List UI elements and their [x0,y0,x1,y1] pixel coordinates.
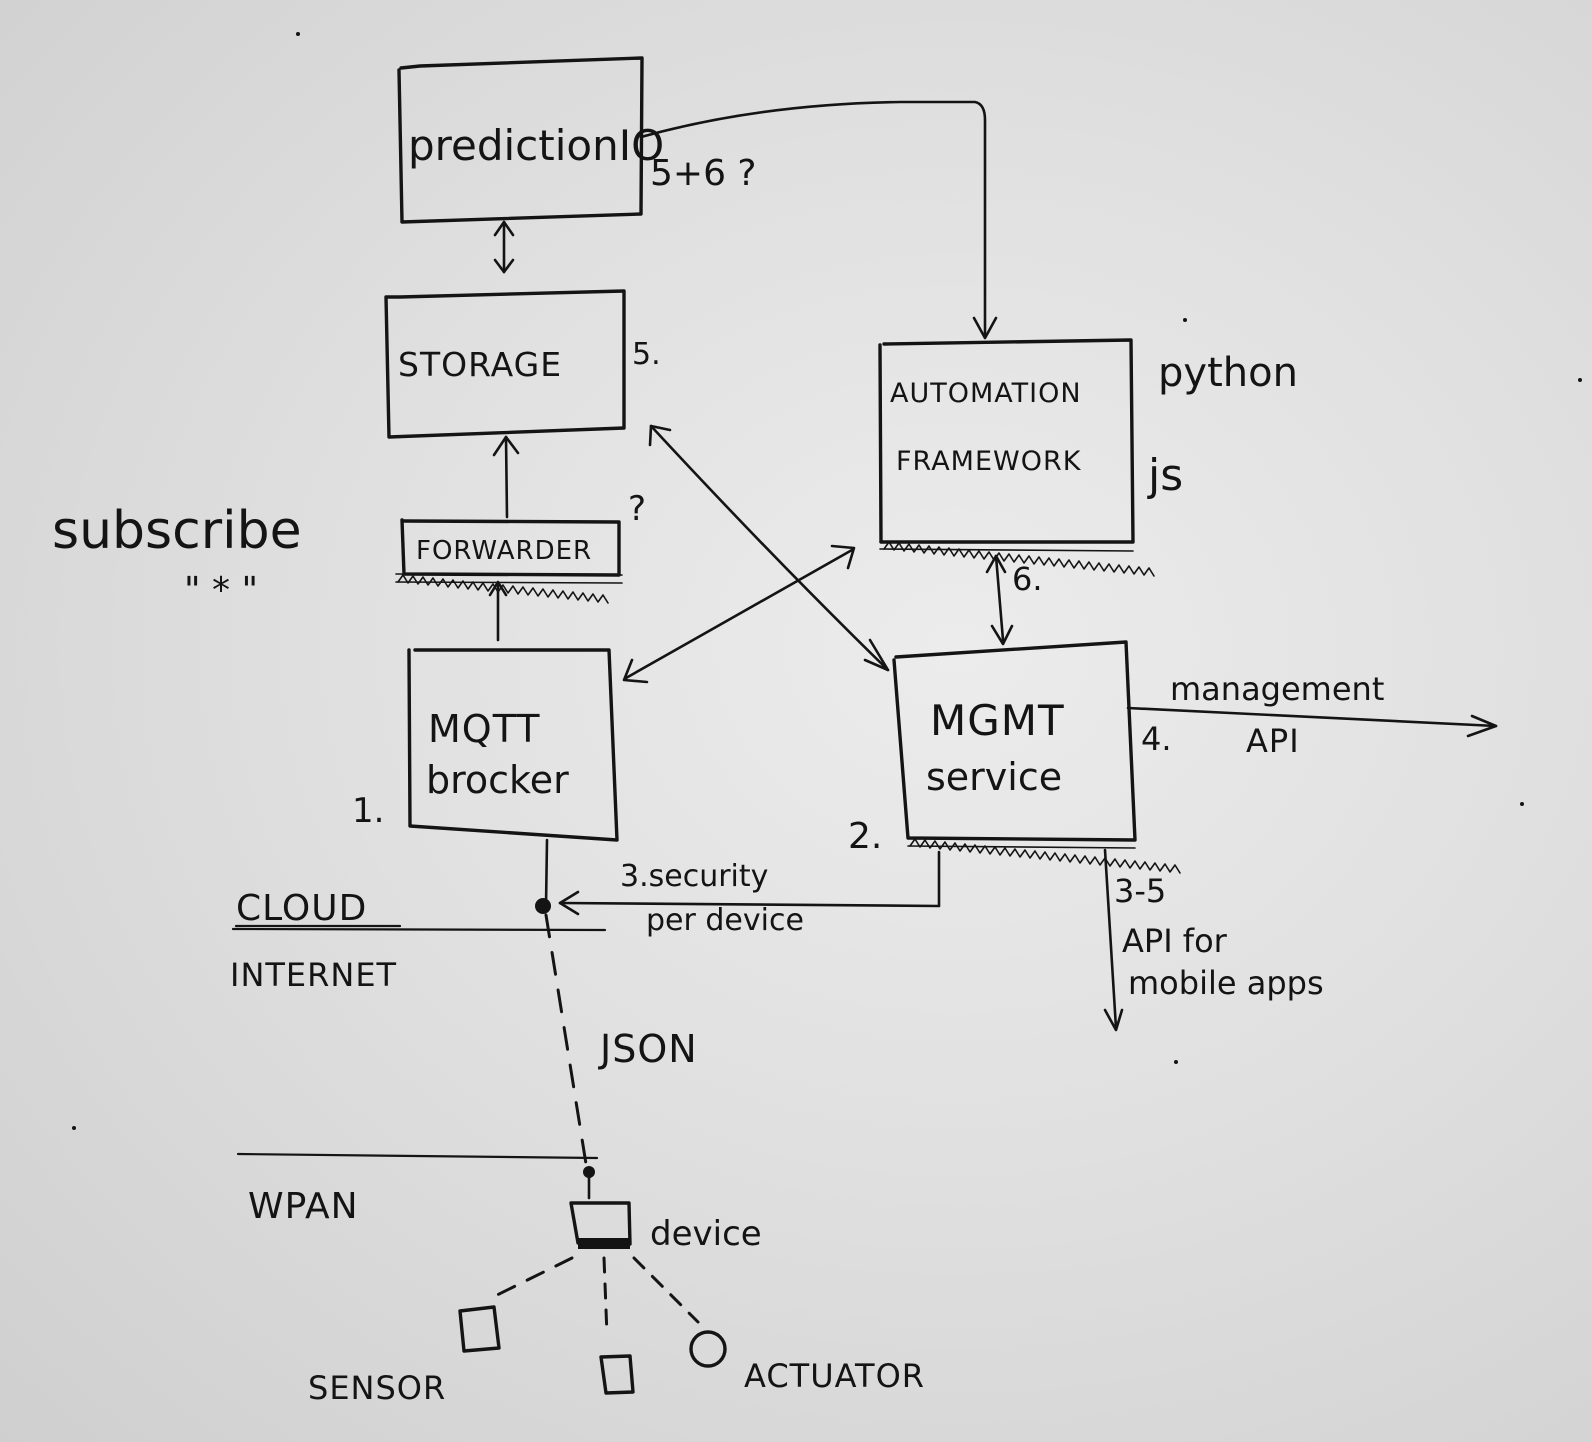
forwarder-question-mark: ? [628,489,646,529]
mqtt-label-line1: MQTT [428,707,540,751]
subscribe-label: subscribe [52,501,302,561]
mqtt-device-link [535,838,595,1200]
prediction-io-box: predictionIO [397,56,664,224]
js-label: js [1147,450,1183,501]
mqtt-forwarder-link [488,580,508,642]
forwarder-storage-link [492,435,520,519]
mgmt-label-line2: service [926,755,1062,799]
automation-mgmt-link [985,554,1014,646]
automation-label-line2: FRAMEWORK [896,446,1082,477]
json-label: JSON [598,1027,698,1071]
python-label: python [1158,350,1298,396]
forwarder-box: FORWARDER [395,518,623,604]
automation-hatch [879,541,1155,577]
wpan-label: WPAN [248,1186,359,1227]
mgmt-hatch [907,837,1181,874]
security-label-line2: per device [646,903,804,938]
whiteboard-specks [72,32,1582,1130]
mgmt-service-box: MGMT service [892,640,1181,874]
storage-mgmt-link [648,424,890,672]
middle-node [599,1354,635,1395]
mobile-api-link [1103,848,1124,1032]
mqtt-label-line2: brocker [426,758,569,802]
actuator-node: ACTUATOR [689,1330,925,1395]
management-api-label-line2: API [1246,722,1300,760]
mobile-api-step-label: 3-5 [1114,872,1166,910]
actuator-label: ACTUATOR [744,1357,925,1395]
prediction-io-label: predictionIO [408,121,664,170]
sensor-node: SENSOR [308,1305,501,1407]
automation-framework-box: AUTOMATION FRAMEWORK [878,338,1155,577]
storage-label: STORAGE [398,345,562,384]
wpan-boundary: WPAN [236,1152,599,1227]
mgmt-security-link [558,850,941,916]
subscribe-topic-label: " * " [184,570,258,611]
mqtt-step-label: 1. [352,791,384,831]
cloud-junction-dot [535,898,551,914]
cloud-boundary: CLOUD INTERNET [230,888,607,994]
management-api-label-line1: management [1170,670,1384,708]
mobile-api-label-line2: mobile apps [1128,964,1324,1002]
storage-step-label: 5. [632,337,661,372]
security-label-line1: 3.security [620,859,768,894]
mgmt-step-label: 2. [848,816,882,857]
internet-label: INTERNET [230,956,397,994]
device-node: device [569,1201,762,1254]
mqtt-automation-link [622,544,856,684]
prediction-step-label: 5+6 ? [650,153,757,194]
mobile-api-label-line1: API for [1122,922,1228,960]
forwarder-label: FORWARDER [416,536,592,566]
device-branches [485,1256,700,1337]
wpan-junction-dot [583,1166,595,1178]
prediction-storage-link [493,220,515,274]
prediction-automation-link [639,100,998,340]
automation-label-line1: AUTOMATION [890,378,1082,409]
mqtt-broker-box: MQTT brocker [407,648,619,842]
automation-step-label: 6. [1012,560,1043,598]
sensor-label: SENSOR [308,1369,446,1407]
storage-box: STORAGE [384,289,626,439]
management-api-step-label: 4. [1141,720,1172,758]
management-api-link [1126,706,1498,738]
mgmt-label-line1: MGMT [930,696,1065,745]
cloud-label: CLOUD [236,888,367,929]
device-label: device [650,1214,762,1254]
forwarder-hatch [395,573,623,604]
